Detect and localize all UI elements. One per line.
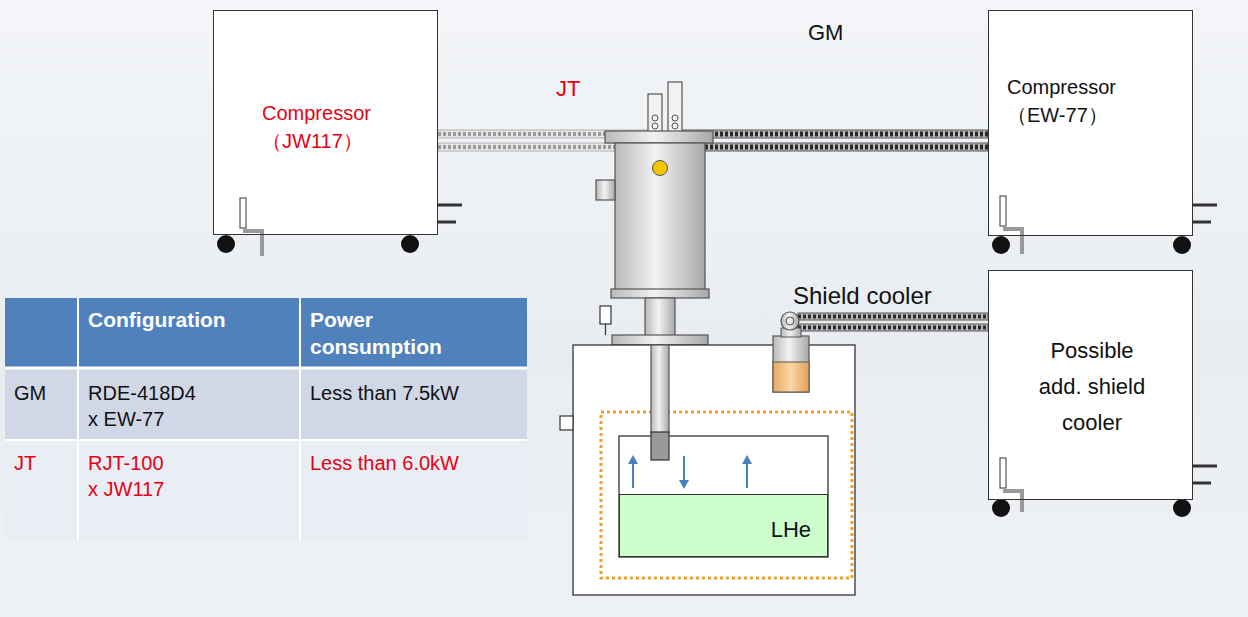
flow-arrows [628, 455, 752, 489]
table-header: Power consumption [310, 306, 460, 360]
table-cell: Less than 7.5kW [310, 380, 520, 406]
node-text: Compressor （JW117） [262, 99, 387, 155]
shield-cooler-label: Shield cooler [793, 280, 932, 311]
node-text: Compressor （EW-77） [1007, 73, 1132, 129]
jt-label: JT [556, 74, 580, 103]
shield-cooler-head [773, 312, 809, 392]
liquid-helium-bath: LHe [619, 494, 828, 557]
table-cell: Less than 6.0kW [310, 450, 520, 476]
gm-hose [680, 130, 988, 151]
spec-table [5, 298, 527, 540]
cold-head [596, 82, 713, 345]
table-header: Configuration [88, 306, 293, 333]
node-text: Possible add. shield cooler [1030, 333, 1154, 441]
table-cell: RJT-100 x JW117 [88, 450, 176, 502]
shield-cooler-compressor: Possible add. shield cooler [988, 270, 1193, 500]
compressor-details [992, 196, 1217, 254]
compressor-ground [988, 10, 1193, 236]
compressor-details [217, 198, 462, 256]
table-cell: JT [14, 450, 74, 476]
node-text: LHe [620, 517, 811, 543]
table-cell: RDE-418D4 x EW-77 [88, 380, 200, 432]
shield-hose [798, 313, 988, 331]
compressor-details [992, 458, 1217, 517]
compressor-ground [988, 270, 1193, 500]
compressor-unit: Compressor （EW-77） [988, 10, 1193, 236]
dewar [560, 345, 855, 595]
compressor-unit: Compressor （JW117） [213, 10, 438, 235]
compressor-ground [213, 10, 438, 235]
gm-label: GM [808, 18, 843, 47]
table-cell: GM [14, 380, 74, 406]
